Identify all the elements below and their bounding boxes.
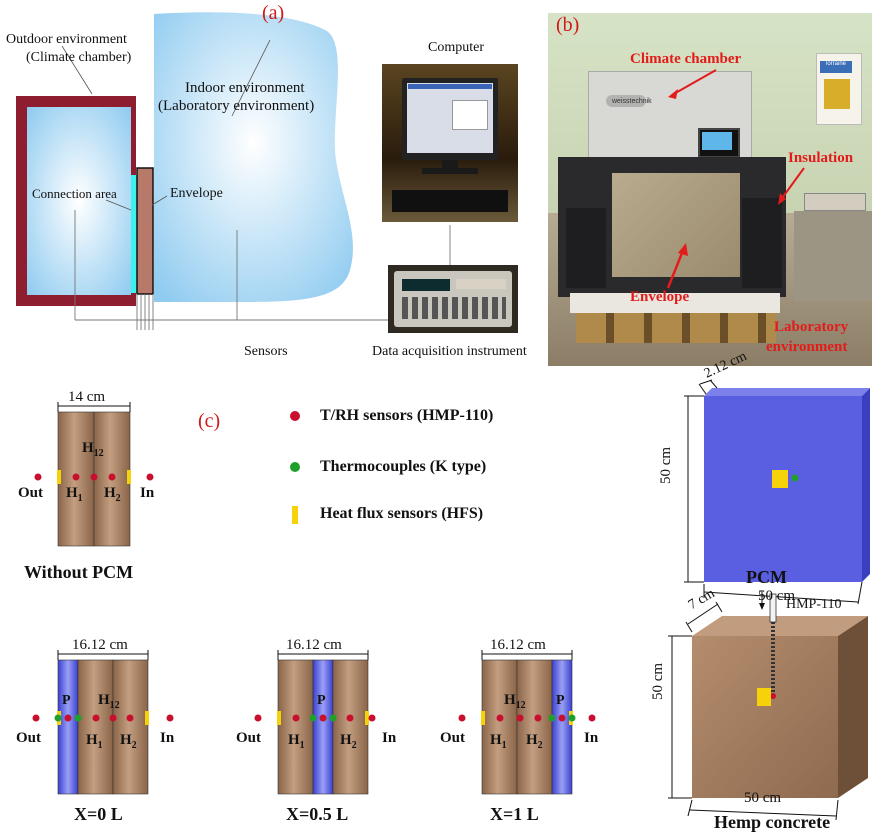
insulation-annotation: Insulation bbox=[788, 150, 854, 166]
x1-h2: H2 bbox=[526, 732, 543, 751]
pcm-width: 50 cm bbox=[758, 588, 796, 604]
x0-width: 16.12 cm bbox=[72, 637, 128, 653]
indoor-label-line1: Indoor environment bbox=[185, 80, 305, 96]
panel-a-label: (a) bbox=[262, 2, 285, 24]
panel-a-drawing bbox=[16, 12, 451, 330]
x05-width: 16.12 cm bbox=[286, 637, 342, 653]
outdoor-label-line1: Outdoor environment bbox=[6, 32, 127, 47]
pcm-caption: PCM bbox=[746, 567, 787, 587]
x05-in: In bbox=[382, 730, 397, 746]
without-h2: H2 bbox=[104, 485, 121, 504]
connection-area-label: Connection area bbox=[32, 186, 117, 201]
without-in: In bbox=[140, 485, 155, 501]
legend-hfs: Heat flux sensors (HFS) bbox=[320, 505, 484, 522]
x0-h2: H2 bbox=[120, 732, 137, 751]
panel-b-arrows bbox=[666, 69, 805, 289]
hemp-caption: Hemp concrete bbox=[714, 812, 831, 832]
x0-in: In bbox=[160, 730, 175, 746]
hemp-sensor-label: HMP-110 bbox=[786, 597, 842, 612]
x05-out: Out bbox=[236, 730, 262, 746]
panel-c-label: (c) bbox=[198, 410, 221, 432]
envelope-annotation: Envelope bbox=[630, 289, 690, 305]
x0-out: Out bbox=[16, 730, 42, 746]
x1-width: 16.12 cm bbox=[490, 637, 546, 653]
hemp-height: 50 cm bbox=[650, 662, 666, 700]
pcm-slab-3d bbox=[684, 379, 870, 605]
without-out: Out bbox=[18, 485, 44, 501]
x1-h1: H1 bbox=[490, 732, 507, 751]
x0-caption: X=0 L bbox=[74, 804, 123, 824]
without-caption: Without PCM bbox=[24, 562, 134, 582]
laboratory-annotation-line1: Laboratory bbox=[774, 319, 849, 335]
legend-trh: T/RH sensors (HMP-110) bbox=[320, 407, 494, 424]
envelope-wall bbox=[136, 167, 154, 295]
daq-photo bbox=[388, 265, 518, 333]
legend-markers bbox=[290, 411, 300, 524]
x1-p: P bbox=[556, 693, 565, 708]
x1-caption: X=1 L bbox=[490, 804, 539, 824]
x0-h1: H1 bbox=[86, 732, 103, 751]
panel-c-drawing bbox=[32, 379, 870, 821]
without-h1: H1 bbox=[66, 485, 83, 504]
x1-in: In bbox=[584, 730, 599, 746]
panel-b-label: (b) bbox=[556, 14, 580, 36]
lorraine-brand: lorraine bbox=[820, 61, 852, 73]
indoor-label-line2: (Laboratory environment) bbox=[158, 98, 315, 114]
x05-h2: H2 bbox=[340, 732, 357, 751]
hemp-block-3d bbox=[668, 592, 868, 821]
legend-thermocouples: Thermocouples (K type) bbox=[320, 458, 487, 475]
climate-chamber-annotation: Climate chamber bbox=[630, 51, 742, 67]
panel-b-photo: weisstechnik lorraine Climate chamber In… bbox=[548, 13, 872, 366]
x05-caption: X=0.5 L bbox=[286, 804, 349, 824]
computer-label: Computer bbox=[428, 40, 484, 55]
hemp-width: 50 cm bbox=[744, 790, 782, 806]
without-pcm-diagram bbox=[34, 402, 154, 547]
envelope-label: Envelope bbox=[170, 186, 223, 201]
x05-h1: H1 bbox=[288, 732, 305, 751]
laboratory-annotation-line2: environment bbox=[766, 339, 848, 355]
climate-chamber-interior bbox=[27, 107, 131, 295]
pcm-height: 50 cm bbox=[658, 446, 674, 484]
x05-diagram bbox=[254, 650, 376, 795]
x0-diagram bbox=[32, 650, 174, 795]
x1-diagram bbox=[458, 650, 596, 795]
without-width: 14 cm bbox=[68, 389, 106, 405]
x1-out: Out bbox=[440, 730, 466, 746]
x0-h12: H12 bbox=[98, 692, 120, 711]
daq-label: Data acquisition instrument bbox=[372, 344, 527, 359]
x05-p: P bbox=[317, 693, 326, 708]
x0-p: P bbox=[62, 693, 71, 708]
without-h12: H12 bbox=[82, 440, 104, 459]
outdoor-label-line2: (Climate chamber) bbox=[26, 50, 132, 65]
connection-area bbox=[131, 175, 139, 293]
weiss-brand: weisstechnik bbox=[612, 98, 652, 105]
sensors-label: Sensors bbox=[244, 344, 288, 359]
x1-h12: H12 bbox=[504, 692, 526, 711]
indoor-environment-shape bbox=[154, 12, 353, 302]
computer-photo bbox=[382, 64, 518, 222]
